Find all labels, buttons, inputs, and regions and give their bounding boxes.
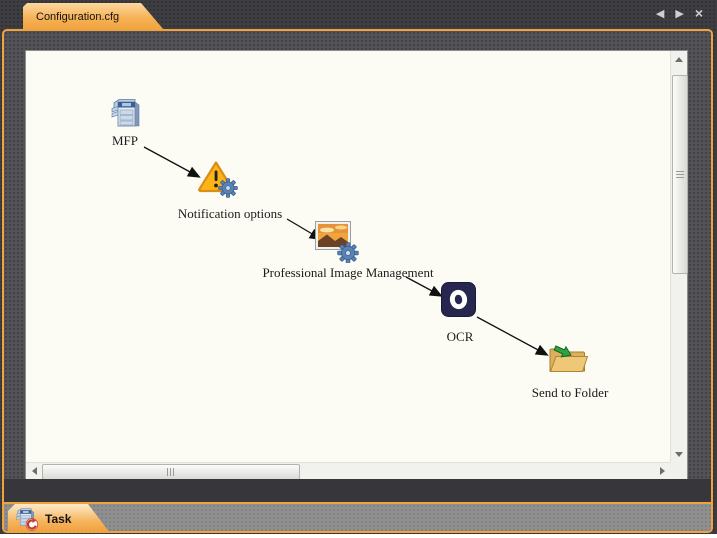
horizontal-scrollbar[interactable]: [26, 462, 670, 480]
node-send-to-folder-label: Send to Folder: [531, 385, 609, 400]
node-professional-image-management[interactable]: Professional Image Management: [262, 221, 434, 280]
image-gear-icon: [315, 221, 359, 264]
mfp-device-icon: [108, 96, 142, 130]
node-send-to-folder[interactable]: Send to Folder: [532, 341, 608, 400]
scroll-down-button[interactable]: [671, 446, 687, 462]
connection-arrow-notification-to-image[interactable]: [286, 218, 323, 241]
horizontal-scroll-thumb[interactable]: [42, 464, 300, 480]
node-notification-options-label: Notification options: [177, 206, 283, 221]
tab-configuration-label: Configuration.cfg: [36, 10, 120, 23]
ocr-icon: [441, 282, 476, 317]
node-notification-options[interactable]: Notification options: [178, 160, 282, 221]
scrollbar-corner: [670, 462, 687, 479]
connection-arrow-image-to-ocr[interactable]: [405, 276, 443, 297]
scroll-right-button[interactable]: [654, 463, 670, 479]
task-tab-bar: Task: [4, 502, 711, 531]
window-bottom-edge: [0, 534, 717, 538]
scroll-left-button[interactable]: [26, 463, 42, 479]
close-tab-icon[interactable]: ×: [694, 5, 703, 21]
tab-task[interactable]: Task: [8, 504, 110, 531]
workspace-frame: MFP Notification options: [2, 29, 713, 533]
tab-task-label: Task: [45, 511, 72, 526]
tab-configuration-file[interactable]: Configuration.cfg: [23, 3, 164, 30]
scroll-up-button[interactable]: [671, 51, 687, 67]
folder-send-icon: [549, 345, 589, 372]
document-tab-bar: Configuration.cfg ◀ ▶ ×: [0, 0, 717, 30]
node-ocr-label: OCR: [446, 329, 474, 344]
connection-arrow-ocr-to-folder[interactable]: [476, 316, 549, 356]
node-mfp-label: MFP: [111, 133, 139, 148]
warning-gear-icon: [198, 161, 238, 198]
workflow-canvas[interactable]: MFP Notification options: [26, 51, 688, 480]
node-ocr[interactable]: OCR: [441, 282, 476, 344]
lower-frame-strip: [4, 479, 711, 502]
vertical-scroll-thumb[interactable]: [672, 75, 688, 274]
tab-navigation: ◀ ▶ ×: [655, 5, 703, 22]
node-mfp[interactable]: MFP: [108, 96, 142, 148]
task-workflow-icon: [16, 507, 39, 531]
scroll-tabs-left-icon[interactable]: ◀: [655, 8, 665, 20]
vertical-scrollbar[interactable]: [670, 51, 688, 462]
connection-arrow-mfp-to-notification[interactable]: [143, 146, 201, 178]
workflow-connections: [143, 146, 549, 356]
scroll-tabs-right-icon[interactable]: ▶: [675, 8, 684, 20]
node-professional-image-management-label: Professional Image Management: [262, 265, 434, 280]
